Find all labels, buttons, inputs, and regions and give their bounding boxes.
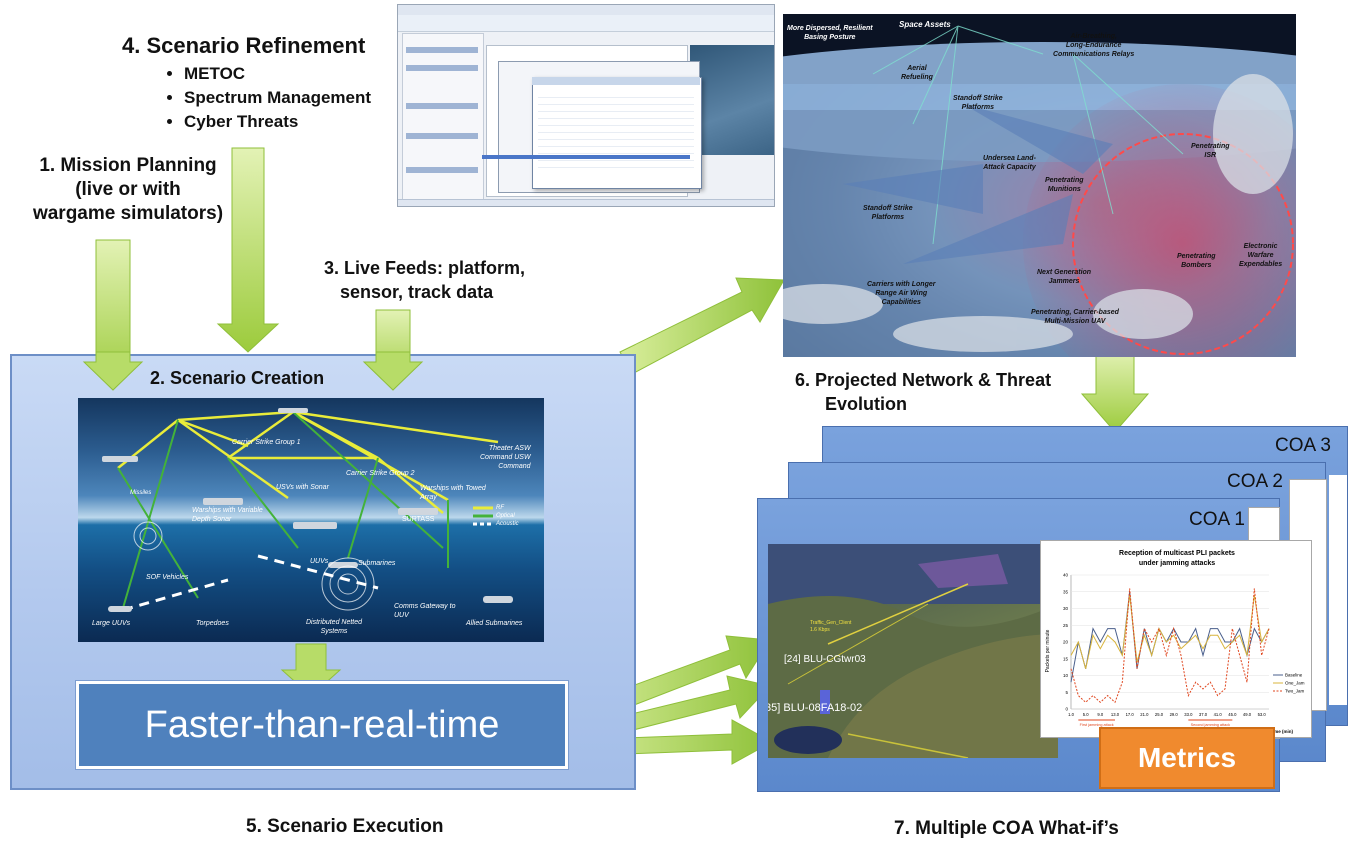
usvs-sonar-label: USVs with Sonar (276, 484, 329, 491)
allied-subs-label: Allied Submarines (466, 620, 523, 627)
chart-x-tick: 41.0 (1214, 712, 1223, 717)
blu-08fa18-label: [35] BLU-08FA18-02 (768, 702, 863, 714)
large-uuvs-label: Large UUVs (92, 620, 131, 627)
chart-annotation-label: Second jamming attack (1191, 723, 1231, 727)
chart-y-tick: 15 (1063, 656, 1069, 661)
network-lines (102, 408, 513, 612)
map-graphics (783, 14, 1296, 357)
chart-title: Reception of multicast PLI packets (1119, 550, 1235, 557)
scenario-refinement-label: 4. Scenario Refinement (122, 33, 366, 58)
chart-x-tick: 49.0 (1243, 712, 1252, 717)
space-assets-label: Space Assets (899, 20, 951, 29)
chart-series-baseline (1070, 591, 1270, 683)
chart-x-tick: 53.0 (1258, 712, 1267, 717)
surtass-label: SURTASS (402, 516, 435, 523)
torpedoes-label: Torpedoes (196, 620, 229, 627)
chart-x-tick: 17.0 (1126, 712, 1135, 717)
chart-y-tick: 20 (1063, 640, 1069, 645)
chart-plot: Reception of multicast PLI packets under… (1045, 550, 1305, 734)
chart-x-tick: 25.0 (1155, 712, 1164, 717)
sof-label: SOF Vehicles (146, 574, 189, 581)
chart-ylabel: Packets per minute (1045, 629, 1051, 672)
live-feeds-label: 3. Live Feeds: platform, sensor, track d… (324, 258, 526, 302)
scenario-illustration: Carrier Strike Group 1 Carrier Strike Gr… (78, 398, 544, 642)
chart-y-tick: 5 (1065, 690, 1068, 695)
arrow-projection-to-coa (1080, 349, 1150, 433)
chart-series-two_jam (1070, 588, 1270, 704)
refinement-item: Cyber Threats (184, 110, 371, 134)
coa-3-label: COA 3 (1275, 435, 1331, 456)
chart-y-tick: 10 (1063, 673, 1069, 678)
chart-legend-label: Two_Jam (1285, 689, 1305, 694)
chart-x-tick: 45.0 (1228, 712, 1237, 717)
submarines-label: Submarines (358, 560, 396, 567)
metrics-badge: Metrics (1099, 727, 1275, 789)
chart-x-tick: 13.0 (1111, 712, 1120, 717)
uuvs-label: UUVs (310, 558, 329, 565)
chart-y-tick: 0 (1065, 707, 1068, 712)
scenario-creation-label: 2. Scenario Creation (150, 368, 325, 388)
chart-series-one_jam (1070, 595, 1270, 669)
refinement-item: Spectrum Management (184, 86, 371, 110)
chart-x-tick: 21.0 (1140, 712, 1149, 717)
chart-legend-label: Baseline (1285, 673, 1303, 678)
chart-legend-label: One_Jam (1285, 681, 1305, 686)
coa-1-label: COA 1 (1189, 509, 1245, 530)
chart-x-tick: 33.0 (1184, 712, 1193, 717)
csg1-label: Carrier Strike Group 1 (232, 439, 301, 446)
arrow-refinement-to-creation (216, 147, 280, 353)
arrow-creation-to-projection (619, 277, 785, 375)
chart-x-tick: 9.0 (1097, 712, 1103, 717)
coa-simulation-screenshot: [24] BLU-CGtwr03 [35] BLU-08FA18-02 Traf… (768, 544, 1058, 758)
chart-annotation-label: First jamming attack (1080, 723, 1114, 727)
simulator-app-screenshot (397, 4, 775, 207)
refinement-list: METOC Spectrum Management Cyber Threats (158, 62, 371, 134)
faster-than-real-time-box: Faster-than-real-time (76, 681, 568, 769)
chart-y-tick: 35 (1063, 589, 1069, 594)
undersea-label: Undersea Land-Attack Capacity (983, 155, 1036, 171)
chart-y-tick: 30 (1063, 606, 1069, 611)
chart-x-tick: 5.0 (1083, 712, 1089, 717)
chart-x-tick: 29.0 (1170, 712, 1179, 717)
packet-reception-chart: Reception of multicast PLI packets under… (1040, 540, 1312, 738)
refinement-item: METOC (184, 62, 371, 86)
chart-y-tick: 25 (1063, 623, 1069, 628)
csg2-label: Carrier Strike Group 2 (346, 470, 415, 477)
chart-x-tick: 37.0 (1199, 712, 1208, 717)
chart-y-tick: 40 (1063, 573, 1069, 578)
multiple-coa-label: 7. Multiple COA What-if’s (894, 818, 1119, 839)
scenario-execution-label: 5. Scenario Execution (246, 816, 444, 837)
missiles-label: Missiles (130, 490, 152, 496)
blu-cgtwr03-label: [24] BLU-CGtwr03 (784, 654, 866, 665)
coa-2-label: COA 2 (1227, 471, 1283, 492)
chart-x-tick: 1.0 (1068, 712, 1074, 717)
mission-planning-label: 1. Mission Planning (live or with wargam… (32, 155, 224, 224)
chart-title-line2: under jamming attacks (1139, 560, 1215, 567)
projected-network-label: 6. Projected Network & Threat Evolution (795, 370, 1052, 414)
